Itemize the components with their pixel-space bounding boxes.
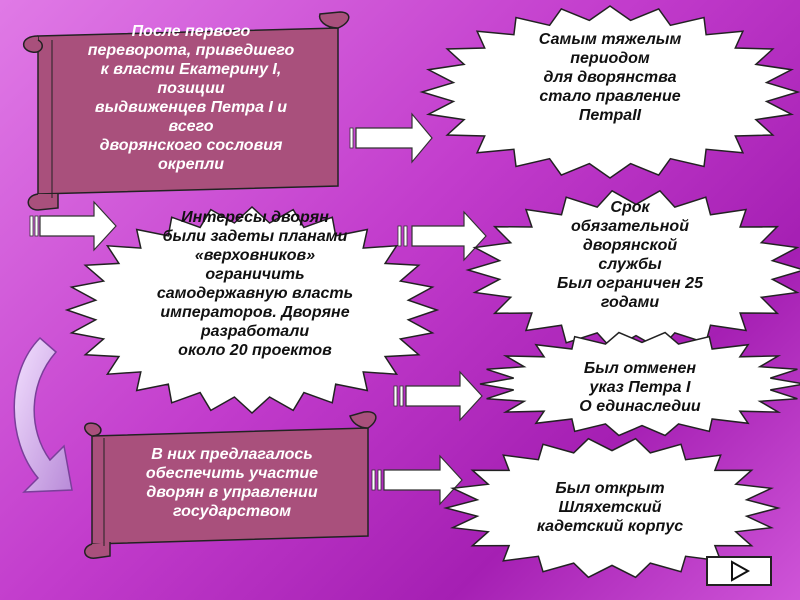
burst-middle-shape — [64, 205, 440, 415]
play-triangle-icon — [731, 560, 751, 582]
burst-service-shape — [465, 189, 800, 351]
arrow-middle-to-decree-icon — [393, 370, 483, 422]
curved-arrow-icon — [13, 336, 73, 493]
next-slide-button[interactable] — [706, 556, 772, 586]
scroll-bottom-shape — [84, 411, 377, 559]
arrow-middle-to-service-icon — [397, 210, 487, 262]
arrow-scroll-to-burst-icon — [349, 112, 433, 164]
scroll-top-shape — [23, 11, 350, 211]
burst-service-text: Срок обязательной дворянской службы Был … — [557, 199, 703, 311]
burst-decree-shape — [479, 331, 800, 437]
burst-corps-text: Был открыт Шляхетский кадетский корпус — [536, 480, 684, 535]
burst-corps-shape — [443, 437, 781, 579]
burst-top-right-text: Самым тяжелым периодом для дворянства ст… — [538, 31, 682, 124]
arrow-scroll-to-middle-icon — [29, 200, 117, 252]
burst-middle-text: Интересы дворян были задеты планами «вер… — [156, 209, 354, 359]
scroll-top-text: После первого переворота, приведшего к в… — [87, 23, 295, 173]
arrow-scroll-to-corps-icon — [371, 454, 463, 506]
burst-decree-text: Был отменен указ Петра I О единаследии — [579, 360, 701, 415]
burst-top-right-shape — [419, 5, 800, 179]
scroll-bottom-text: В них предлагалось обеспечить участие дв… — [145, 446, 319, 520]
